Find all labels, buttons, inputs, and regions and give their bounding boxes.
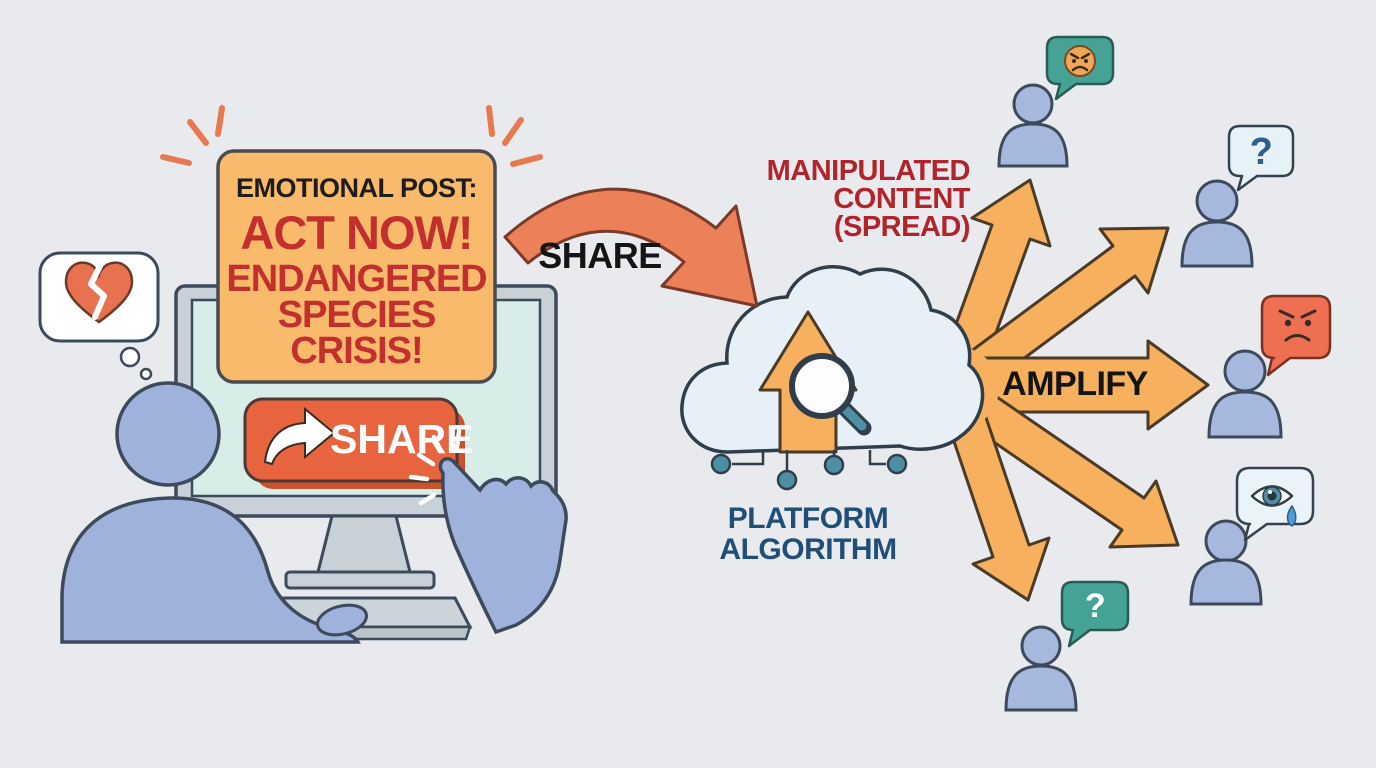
post-label: EMOTIONAL POST: [235, 173, 478, 203]
platform-line: ALGORITHM [719, 533, 897, 566]
angry-emoji-icon [1064, 45, 1096, 77]
post-headline: ACT NOW! [240, 206, 473, 259]
amplify-label: AMPLIFY [1002, 365, 1148, 403]
crying-eye-icon [1250, 485, 1297, 527]
broken-heart-icon [64, 261, 134, 324]
person-head [115, 381, 221, 487]
question-mark-text: ? [1084, 587, 1106, 625]
post-text-line: SPECIES [277, 294, 437, 336]
pointing-hand-cursor-icon [408, 428, 568, 635]
speech-bubble-crying-eye [1235, 466, 1315, 542]
post-text-line: ENDANGERED [226, 258, 487, 300]
emotional-post-card [216, 149, 497, 384]
share-button[interactable] [243, 397, 465, 489]
post-text-line: CRISIS! [290, 330, 423, 372]
share-button-label[interactable]: SHARE [330, 416, 474, 462]
recipient-user [1004, 580, 1130, 712]
speech-bubble-angry-emoji [1045, 35, 1115, 101]
magnifier-icon [789, 353, 872, 436]
person-hand [316, 603, 368, 637]
circuit-lines [710, 450, 908, 491]
burst-lines [160, 105, 543, 167]
share-flow-arrow [503, 187, 759, 308]
platform-algorithm-label: PLATFORM ALGORITHM [688, 503, 928, 565]
spread-line: CONTENT [833, 183, 970, 215]
person-at-desk [60, 381, 368, 644]
recipient-user [1189, 466, 1315, 606]
manipulated-content-label: MANIPULATED CONTENT (SPREAD) [710, 155, 971, 243]
thought-bubble [38, 251, 160, 381]
share-flow-label: SHARE [538, 235, 662, 276]
question-mark-text: ? [1249, 131, 1273, 173]
click-sparkle-icon [408, 428, 462, 506]
spread-line: (SPREAD) [833, 211, 971, 243]
angry-face-icon [1278, 309, 1317, 342]
share-arrow-icon [263, 406, 336, 466]
recipient-user [1180, 124, 1295, 268]
speech-bubble-question [1227, 124, 1295, 192]
recipient-user [1207, 294, 1332, 439]
spread-line: MANIPULATED [766, 155, 971, 187]
speech-bubble-question [1060, 580, 1130, 648]
cloud-upload-search-icon [680, 265, 985, 491]
recipient-user [997, 35, 1115, 168]
platform-line: PLATFORM [727, 502, 889, 535]
speech-bubble-angry-face [1260, 294, 1332, 377]
